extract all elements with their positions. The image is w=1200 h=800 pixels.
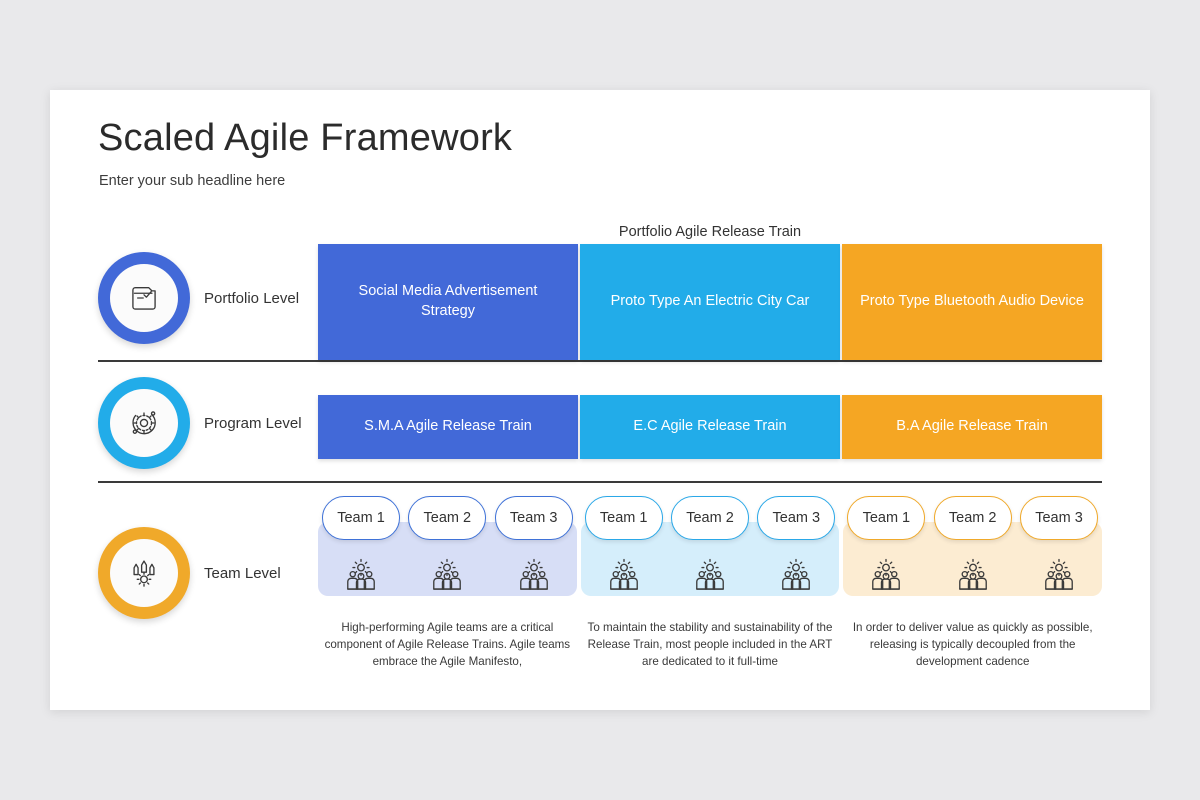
team-pill[interactable]: Team 1 [847,496,926,540]
team-pill-row-2: Team 1 Team 2 Team 3 [581,496,840,540]
team-gear-people-icon [1020,552,1098,598]
team-gear-people-icon [934,552,1012,598]
divider-program-team [98,481,1102,483]
team-gear-people-icon [757,552,835,598]
gear-orbit-icon [125,404,163,442]
program-ring [98,377,190,469]
team-pill[interactable]: Team 2 [933,496,1012,540]
level-marker-team: Team Level [98,527,281,619]
team-description-2: To maintain the stability and sustainabi… [587,621,833,668]
level-label-portfolio: Portfolio Level [204,289,300,307]
team-gear-people-icon [671,552,749,598]
team-pill[interactable]: Team 3 [757,496,836,540]
team-gear-people-icon [585,552,663,598]
team-pill[interactable]: Team 2 [671,496,749,540]
slide-canvas: Scaled Agile Framework Enter your sub he… [50,90,1150,710]
level-label-program: Program Level [204,414,302,432]
level-label-team: Team Level [204,564,281,582]
portfolio-bar-1[interactable]: Social Media Advertisement Strategy [318,244,578,360]
program-bar-2[interactable]: E.C Agile Release Train [580,395,840,459]
team-pill[interactable]: Team 1 [322,496,400,540]
team-group-1: Team 1 Team 2 Team 3 [318,496,577,670]
team-gear-row-2 [581,552,840,598]
team-pill[interactable]: Team 3 [494,496,573,540]
team-group-3: Team 1 Team 2 Team 3 [843,496,1103,670]
team-description-1: High-performing Agile teams are a critic… [324,621,571,668]
divider-portfolio-program [98,360,1102,362]
portfolio-folder-icon [125,279,163,317]
team-description-3: In order to deliver value as quickly as … [852,621,1093,668]
team-gear-row-1 [318,552,577,598]
program-bar-1[interactable]: S.M.A Agile Release Train [318,395,578,459]
page-subtitle: Enter your sub headline here [99,173,286,189]
team-group-2: Team 1 Team 2 Team 3 [580,496,840,670]
level-marker-program: Program Level [98,377,302,469]
team-level-row: Team 1 Team 2 Team 3 [318,496,1103,670]
team-pill-row-3: Team 1 Team 2 Team 3 [843,496,1102,540]
team-gear-people-icon [495,552,573,598]
level-marker-portfolio: Portfolio Level [98,252,299,344]
team-gear-people-icon [847,552,925,598]
program-bar-row: S.M.A Agile Release Train E.C Agile Rele… [318,395,1102,459]
team-gear-people-icon [408,552,486,598]
team-pill[interactable]: Team 1 [584,496,663,540]
team-pill-row-1: Team 1 Team 2 Team 3 [318,496,577,540]
team-pill[interactable]: Team 3 [1020,496,1098,540]
team-gear-people-icon [322,552,400,598]
team-ring [98,527,190,619]
portfolio-bar-2[interactable]: Proto Type An Electric City Car [580,244,840,360]
program-bar-3[interactable]: B.A Agile Release Train [842,395,1102,459]
portfolio-bar-row: Social Media Advertisement Strategy Prot… [318,244,1102,360]
portfolio-ring [98,252,190,344]
page-title: Scaled Agile Framework [98,117,513,159]
team-gear-row-3 [843,552,1102,598]
team-gear-people-icon [125,554,163,592]
portfolio-art-header: Portfolio Agile Release Train [618,224,802,240]
portfolio-bar-3[interactable]: Proto Type Bluetooth Audio Device [842,244,1102,360]
team-pill[interactable]: Team 2 [408,496,487,540]
